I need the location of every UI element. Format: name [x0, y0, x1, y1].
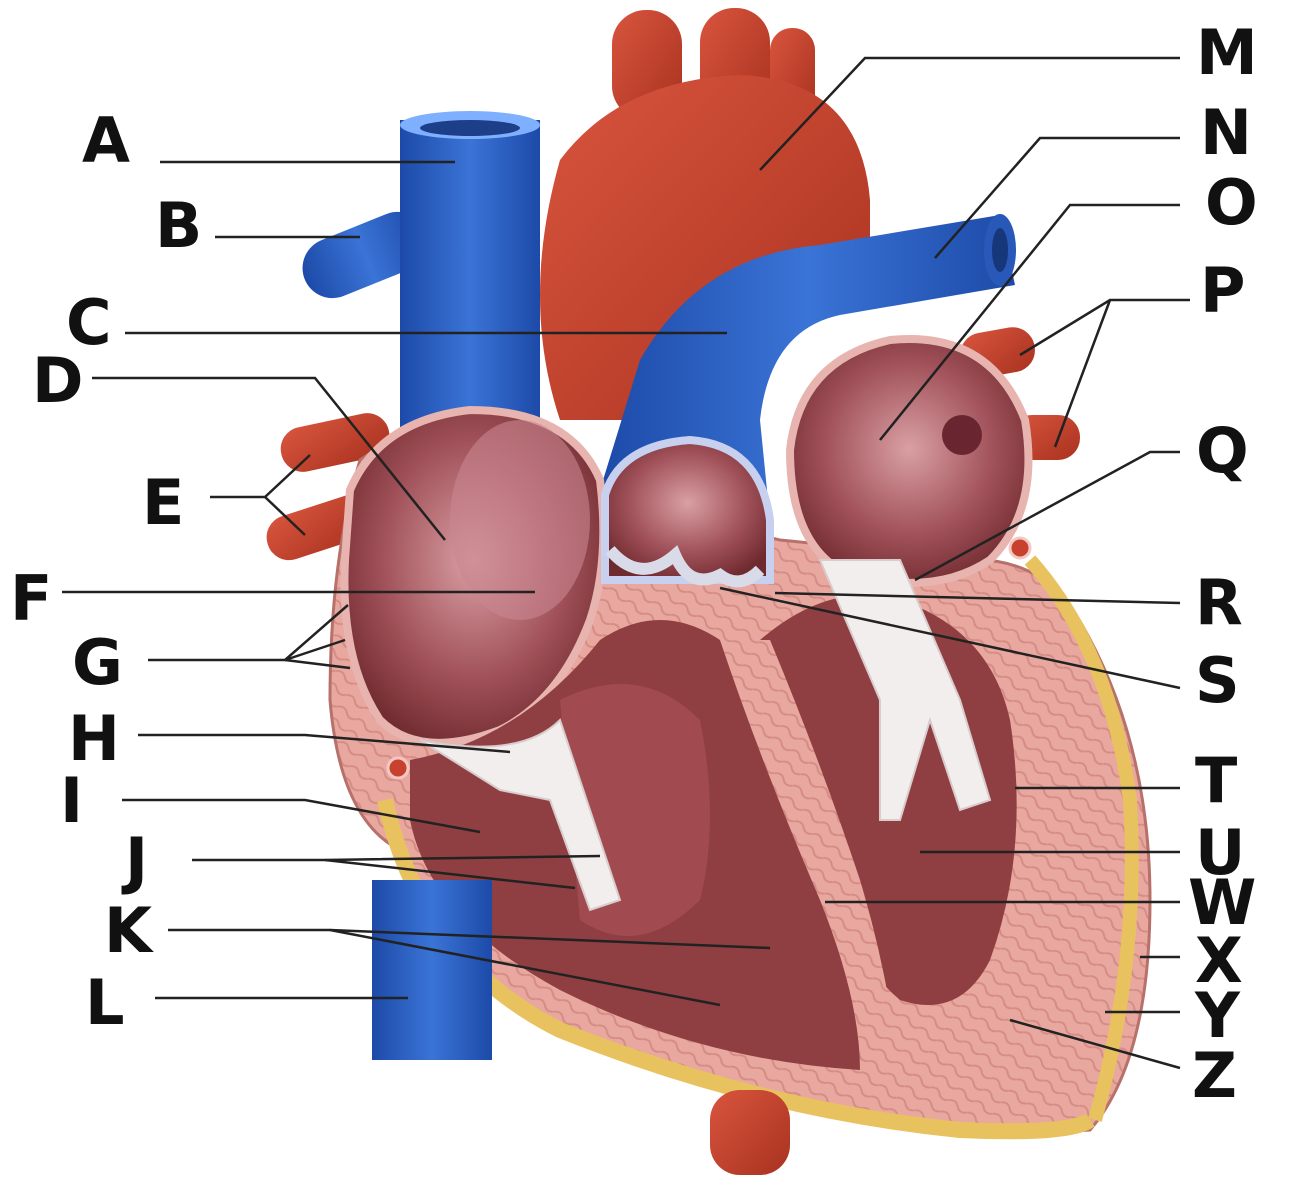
left-coronary-artery — [1008, 536, 1032, 560]
leader-N — [934, 136, 1180, 259]
label-U: U — [1195, 816, 1246, 889]
label-B: B — [155, 189, 203, 262]
label-Z: Z — [1192, 1039, 1237, 1112]
leader-P2 — [1053, 299, 1112, 448]
label-X: X — [1195, 924, 1243, 997]
leader-O — [879, 203, 1180, 441]
leader-K2 — [329, 928, 721, 1007]
pulmonary-valve — [601, 435, 774, 588]
leader-I — [122, 798, 481, 834]
leader-H — [138, 733, 511, 754]
label-N: N — [1200, 96, 1252, 169]
left-atrium — [785, 335, 1033, 587]
label-S: S — [1195, 644, 1240, 717]
superior-vena-cava — [302, 111, 540, 440]
leader-G1 — [148, 604, 349, 662]
leader-D — [92, 376, 446, 541]
label-J: J — [125, 824, 149, 897]
leader-Q — [914, 450, 1180, 582]
leader-Z — [1009, 1018, 1181, 1070]
label-T: T — [1195, 744, 1238, 817]
label-Y: Y — [1195, 979, 1240, 1052]
label-C: C — [66, 286, 112, 359]
label-E: E — [142, 466, 185, 539]
label-F: F — [10, 562, 53, 635]
label-M: M — [1196, 16, 1258, 89]
label-L: L — [85, 966, 125, 1039]
leader-R — [774, 591, 1181, 605]
label-Q: Q — [1196, 414, 1249, 487]
leader-E2 — [264, 496, 306, 536]
right-atrium — [340, 405, 608, 747]
label-W: W — [1188, 866, 1257, 939]
label-D: D — [32, 344, 84, 417]
leader-P1 — [1019, 298, 1190, 357]
chordae-tendineae — [419, 559, 992, 912]
interventricular-septum — [720, 640, 900, 1080]
label-A: A — [82, 104, 130, 177]
label-G: G — [72, 626, 123, 699]
label-I: I — [60, 764, 84, 837]
inferior-vena-cava — [372, 880, 492, 1060]
leader-G2 — [284, 638, 346, 662]
leader-M — [759, 56, 1180, 171]
descending-aorta — [710, 1090, 790, 1175]
right-coronary-artery — [386, 756, 410, 780]
leader-G3 — [284, 658, 351, 670]
label-O: O — [1205, 166, 1258, 239]
leader-lines — [62, 56, 1190, 1070]
label-R: R — [1195, 566, 1243, 639]
leader-S — [719, 586, 1181, 690]
label-K: K — [104, 894, 153, 967]
label-H: H — [68, 702, 120, 775]
label-P: P — [1200, 254, 1246, 327]
leader-J2 — [324, 858, 576, 890]
